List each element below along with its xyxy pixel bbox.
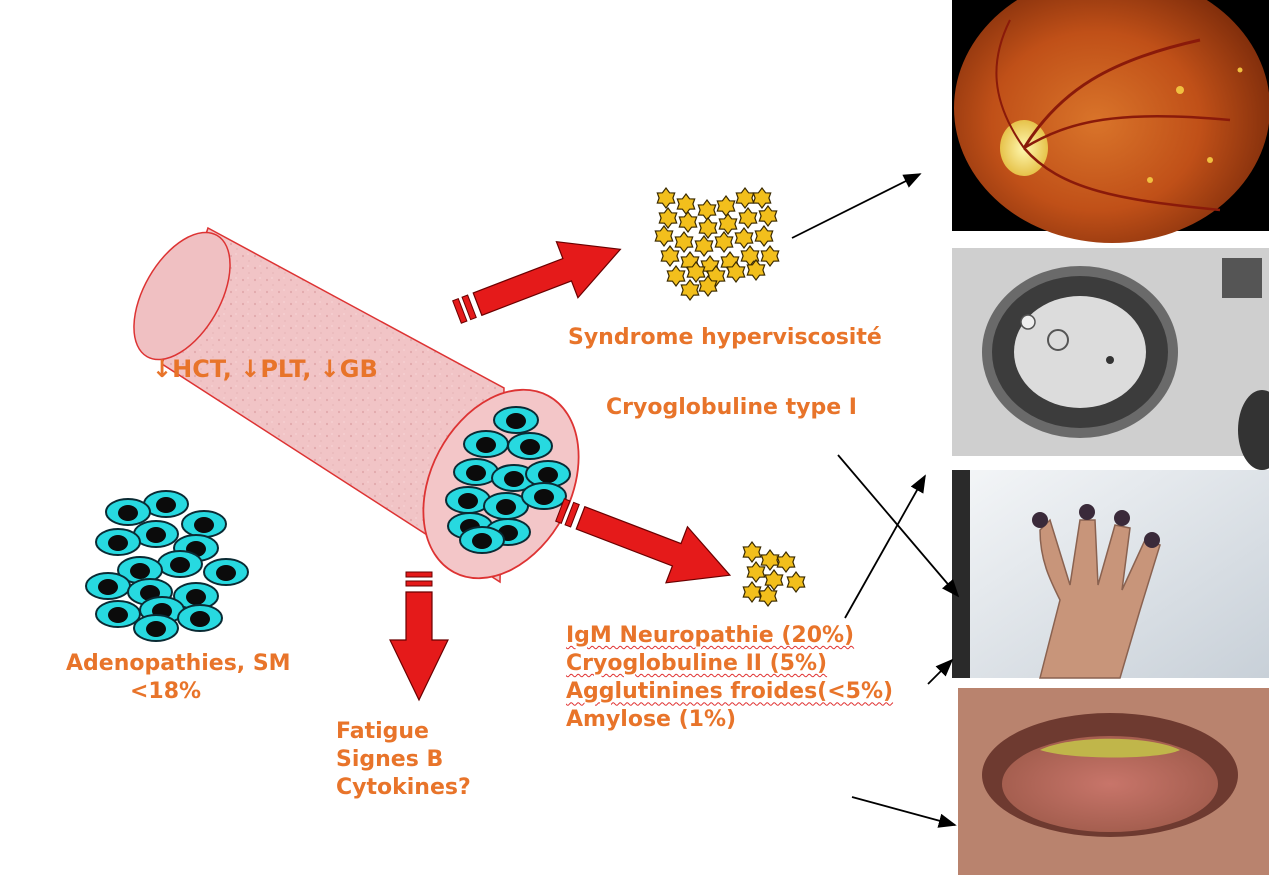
adenopathies-label: Adenopathies, SM <18% [66, 650, 291, 706]
protein-cluster-small [742, 541, 806, 607]
fundus-photo [952, 0, 1269, 243]
fatigue-label: Fatigue Signes B Cytokines? [336, 718, 471, 802]
vessel-label: ↓HCT, ↓PLT, ↓GB [152, 355, 378, 383]
complications-list: IgM Neuropathie (20%) Cryoglobuline II (… [566, 622, 893, 735]
electron-micrograph-photo [952, 248, 1269, 470]
complication-cold-agglutinins: Agglutinines froides(<5%) [566, 679, 894, 705]
complication-amyloid: Amylose (1%) [566, 707, 737, 733]
complication-neuropathy: IgM Neuropathie (20%) [566, 623, 855, 648]
complication-cryoglobulin-2: Cryoglobuline II (5%) [566, 651, 828, 677]
fatigue-line2: Signes B [336, 747, 444, 773]
adenopathies-line1: Adenopathies, SM [66, 651, 291, 676]
fatigue-line1: Fatigue [336, 719, 429, 744]
blood-vessel-cylinder [133, 226, 580, 584]
arrow-to-tongue [851, 796, 957, 828]
pointer-arrows [791, 173, 960, 828]
lymphoid-cell-cluster [85, 490, 249, 642]
red-arrow-complications [555, 498, 732, 584]
tongue-photo [958, 688, 1269, 875]
hyperviscosity-label: Syndrome hyperviscosité [568, 325, 882, 350]
protein-cluster-large [654, 187, 780, 301]
fatigue-line3: Cytokines? [336, 775, 471, 801]
red-arrow-hyperviscosity [452, 240, 622, 324]
arrow-to-micrograph [844, 474, 926, 619]
arrow-to-hand-from-cryo2 [927, 658, 954, 685]
arrow-to-fundus [791, 173, 922, 239]
red-arrow-fatigue [389, 571, 449, 702]
hand-photo [952, 470, 1269, 679]
adenopathies-line2: <18% [130, 679, 202, 705]
cryoglobulin-type1-label: Cryoglobuline type I [606, 395, 857, 420]
